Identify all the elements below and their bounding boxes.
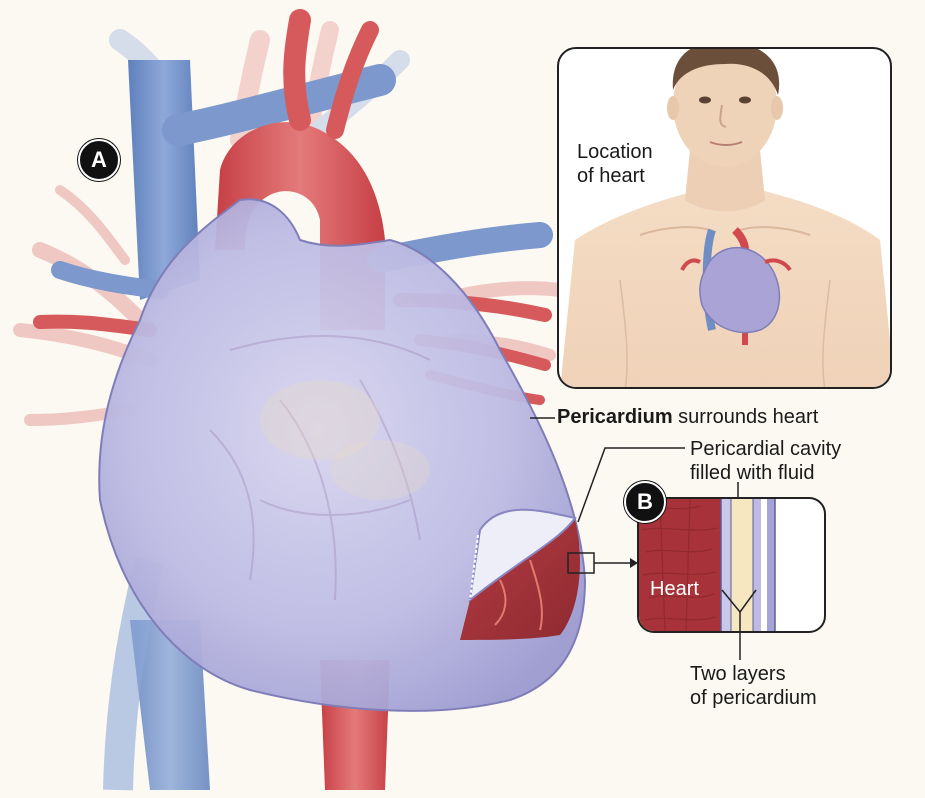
- location-label-line2: of heart: [577, 164, 653, 188]
- pericardium-label-rest: surrounds heart: [673, 406, 819, 428]
- layers-label-line1: Two layers: [690, 662, 817, 686]
- cavity-label-line1: Pericardial cavity: [690, 437, 841, 461]
- pericardium-label: Pericardium surrounds heart: [557, 405, 818, 429]
- location-label-line1: Location: [577, 140, 653, 164]
- pericardium-label-bold: Pericardium: [557, 406, 673, 428]
- location-label: Location of heart: [577, 140, 653, 188]
- badge-a: A: [78, 139, 120, 181]
- cavity-label: Pericardial cavity filled with fluid: [690, 437, 841, 485]
- heart-label: Heart: [650, 578, 699, 601]
- cavity-label-line2: filled with fluid: [690, 461, 841, 485]
- badge-b: B: [624, 481, 666, 523]
- layers-label: Two layers of pericardium: [690, 662, 817, 710]
- location-inset: [558, 42, 895, 390]
- layers-label-line2: of pericardium: [690, 686, 817, 710]
